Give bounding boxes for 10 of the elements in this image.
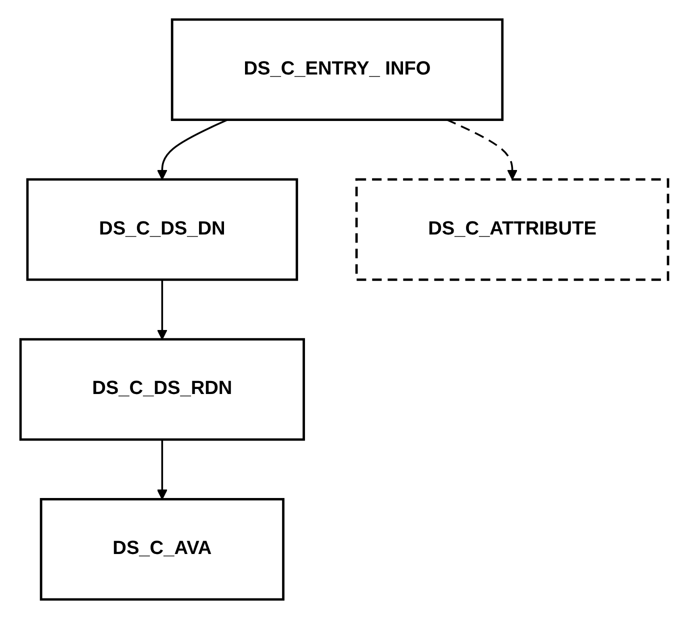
- node-box: [20, 338, 306, 441]
- arrow: [157, 118, 228, 180]
- node-box: [171, 18, 504, 121]
- node-box: [26, 178, 298, 281]
- arrow: [157, 440, 168, 500]
- node-box: [356, 178, 670, 281]
- arrow: [157, 280, 168, 340]
- node-box: [40, 498, 285, 601]
- arrow: [446, 118, 518, 180]
- flowchart-diagram: DS_C_ENTRY_ INFO DS_C_DS_DN DS_C_ATTRIBUTE DS_C_DS_RDN DS_C_AVA: [11, 10, 678, 609]
